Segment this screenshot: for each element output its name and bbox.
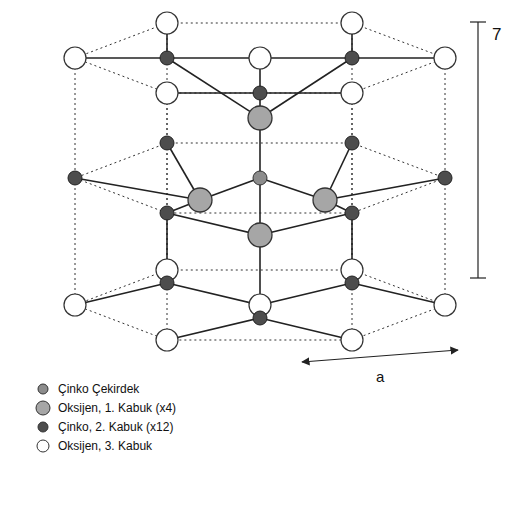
- legend-entry: Oksijen, 3. Kabuk: [34, 437, 152, 455]
- oxygen-atom: [341, 82, 363, 104]
- dimension-line: [302, 350, 458, 362]
- oxygen-atom: [156, 12, 178, 34]
- bond: [260, 213, 352, 235]
- bond: [325, 178, 445, 200]
- legend-entry: Çinko Çekirdek: [34, 380, 139, 398]
- legend-entry: Çinko, 2. Kabuk (x12): [34, 418, 173, 436]
- oxygen-atom: [156, 329, 178, 351]
- bond: [260, 57, 352, 59]
- zinc-atom: [345, 136, 359, 150]
- zinc-atom: [345, 51, 359, 65]
- bond: [167, 58, 260, 118]
- bond: [167, 213, 260, 235]
- legend-swatch-box: [34, 380, 52, 398]
- oxygen-atom: [64, 294, 86, 316]
- oxygen-atom: [248, 223, 272, 247]
- zinc-atom: [438, 171, 452, 185]
- oxygen-atom: [434, 47, 456, 69]
- dimension-tick: [470, 21, 486, 22]
- bond: [75, 178, 200, 200]
- bond: [167, 57, 260, 59]
- oxygen-atom: [248, 106, 272, 130]
- bond: [260, 318, 352, 340]
- zinc-atom: [253, 86, 267, 100]
- legend-text: Oksijen, 1. Kabuk (x4): [58, 401, 176, 415]
- legend-text: Çinko, 2. Kabuk (x12): [58, 420, 173, 434]
- oxygen-atom: [188, 188, 212, 212]
- bond: [167, 283, 260, 305]
- legend-swatch-box: [34, 418, 52, 436]
- bond: [352, 57, 445, 59]
- zinc-atom: [345, 206, 359, 220]
- zinc-atom: [345, 276, 359, 290]
- oxygen-atom: [156, 82, 178, 104]
- oxygen-atom: [249, 47, 271, 69]
- zinc-atom: [160, 136, 174, 150]
- dimension-tick: [470, 277, 486, 278]
- dimension-line: [477, 22, 478, 278]
- legend-swatch: [36, 401, 50, 415]
- dimension-label: 7: [490, 26, 503, 45]
- bond: [260, 58, 352, 118]
- legend-text: Oksijen, 3. Kabuk: [58, 439, 152, 453]
- bond: [167, 318, 260, 340]
- zinc-atom: [68, 171, 82, 185]
- bond: [75, 57, 167, 59]
- oxygen-atom: [313, 188, 337, 212]
- zinc-core-atom: [253, 171, 267, 185]
- zinc-atom: [160, 276, 174, 290]
- oxygen-atom: [341, 329, 363, 351]
- top-hexagon: [75, 23, 445, 93]
- zinc-atom: [160, 51, 174, 65]
- zinc-atom: [160, 206, 174, 220]
- legend-swatch-box: [34, 399, 52, 417]
- legend-swatch: [38, 384, 48, 394]
- legend-swatch-box: [34, 437, 52, 455]
- legend-swatch: [38, 422, 48, 432]
- bond: [260, 283, 352, 305]
- legend-entry: Oksijen, 1. Kabuk (x4): [34, 399, 176, 417]
- bond: [260, 92, 352, 94]
- bond: [352, 283, 445, 305]
- dimension-label: a: [374, 369, 386, 386]
- oxygen-atom: [434, 294, 456, 316]
- zinc-atom: [253, 311, 267, 325]
- bond: [75, 283, 167, 305]
- oxygen-atom: [341, 12, 363, 34]
- legend-swatch: [37, 440, 49, 452]
- legend-text: Çinko Çekirdek: [58, 382, 139, 396]
- bond: [167, 92, 260, 94]
- oxygen-atom: [64, 47, 86, 69]
